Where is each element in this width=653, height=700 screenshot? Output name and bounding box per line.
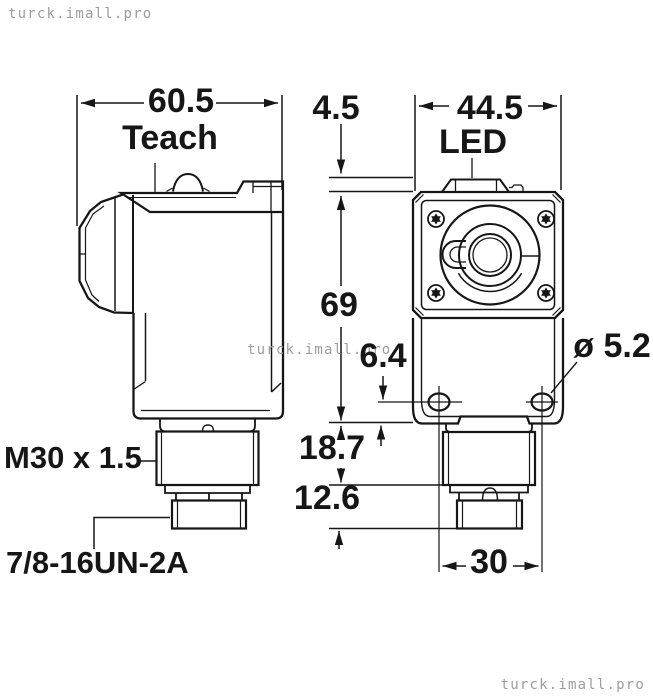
side-top-cover: [117, 180, 285, 214]
lens-ring: [458, 223, 522, 287]
height-dimension: 69: [320, 286, 358, 324]
connector-length-dimension: 12.6: [293, 479, 361, 517]
dimension-lines: [76, 95, 578, 572]
hole-diameter-dimension: ø 5.2: [573, 327, 651, 365]
side-connector: [170, 499, 248, 530]
screw-bottom-right: [537, 284, 555, 302]
led-offset-dimension: 4.5: [312, 89, 360, 127]
front-view-drawing: [411, 178, 565, 530]
teach-label: Teach: [122, 119, 218, 157]
watermark-top-left: turck.imall.pro: [8, 6, 153, 22]
screw-top-right: [537, 210, 555, 228]
lens: [468, 233, 512, 277]
side-body-outline: [132, 212, 285, 420]
lens-housing: [78, 193, 134, 315]
lens-bezel: [439, 204, 541, 306]
ring-tab: [441, 240, 466, 269]
led-label: LED: [439, 123, 507, 161]
front-lower-body: [411, 318, 565, 425]
screw-top-left: [427, 210, 445, 228]
connector-spec-label: 7/8-16UN-2A: [6, 545, 189, 580]
screw-bottom-left: [427, 284, 445, 302]
front-thread-m30: [441, 430, 537, 487]
hole-offset-dimension: 6.4: [359, 337, 407, 375]
thread-length-dimension: 18.7: [298, 429, 366, 467]
front-connector: [455, 499, 524, 530]
watermark-center: turck.imall.pro: [247, 342, 392, 358]
hole-spacing-dimension: 30: [470, 543, 508, 581]
side-view-drawing: [78, 172, 285, 530]
side-width-dimension: 60.5: [147, 82, 215, 120]
thread-spec-label: M30 x 1.5: [4, 440, 142, 475]
watermark-bottom-right: turck.imall.pro: [500, 677, 645, 693]
led-dome: [441, 178, 510, 193]
side-thread-m30: [155, 430, 260, 487]
front-width-dimension: 44.5: [456, 89, 524, 127]
teach-button-dome: [172, 172, 204, 192]
